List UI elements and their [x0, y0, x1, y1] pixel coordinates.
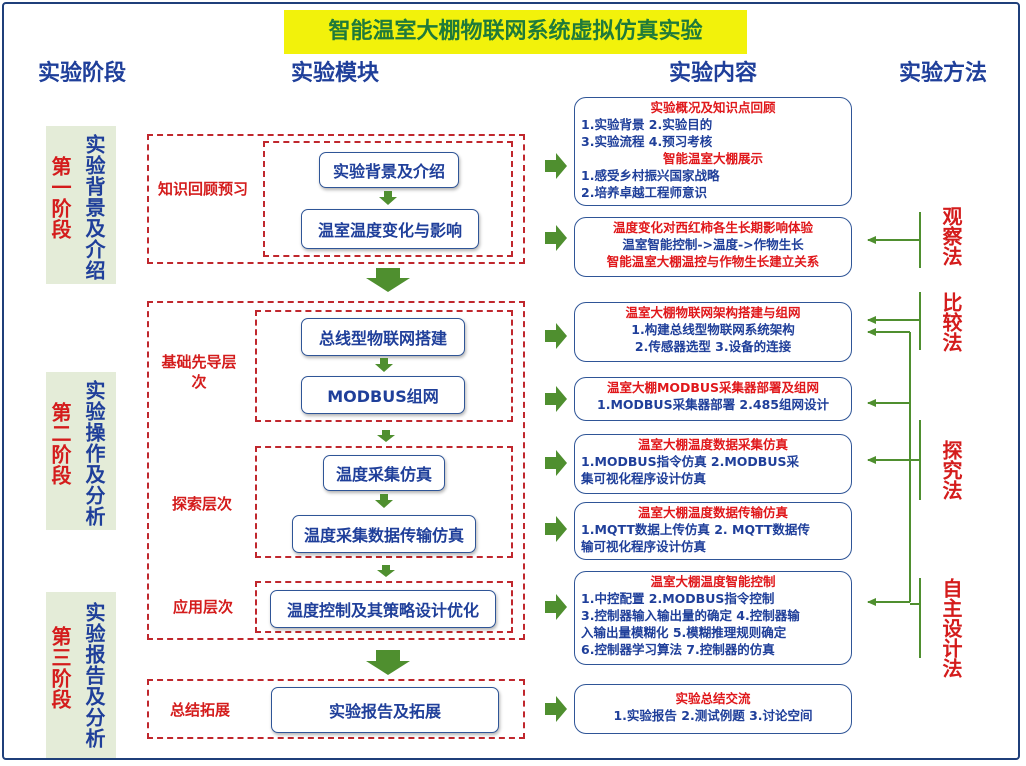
header-method: 实验方法	[898, 61, 987, 86]
content-arrow-5	[545, 450, 567, 476]
header-stage: 实验阶段	[37, 61, 126, 86]
stage-3-number: 第三阶段	[48, 626, 72, 710]
content-7-line: 入输出量模糊化 5.模糊推理规则确定	[581, 625, 787, 640]
stage-2-number: 第二阶段	[48, 402, 72, 486]
content-arrow-1	[545, 153, 567, 179]
stage-3: 第三阶段 实验报告及分析	[46, 592, 116, 758]
content-box-3: 温室大棚物联网架构搭建与组网 1.构建总线型物联网系统架构 2.传感器选型 3.…	[574, 302, 852, 362]
module-data-transfer: 温度采集数据传输仿真	[292, 515, 476, 553]
stage-3-name: 实验报告及分析	[82, 602, 106, 749]
content-arrow-8	[545, 696, 567, 722]
group-label-apply: 应用层次	[172, 598, 233, 616]
header-module: 实验模块	[290, 61, 379, 86]
content-arrow-2	[545, 225, 567, 251]
content-1-heading: 实验概况及知识点回顾	[650, 100, 776, 115]
content-7-line: 3.控制器输入输出量的确定 4.控制器输	[581, 608, 800, 623]
content-box-7: 温室大棚温度智能控制 1.中控配置 2.MODBUS指令控制 3.控制器输入输出…	[574, 571, 852, 665]
content-2-line: 温室智能控制->温度->作物生长	[622, 237, 804, 252]
group-box-review	[147, 134, 525, 264]
module-arrow-4	[375, 494, 393, 508]
header-content: 实验内容	[668, 61, 757, 86]
content-1-line: 2.培养卓越工程师意识	[581, 185, 707, 200]
stage-2: 第二阶段 实验操作及分析	[46, 372, 116, 530]
group-inner-review	[263, 141, 513, 257]
group-label-explore: 探索层次	[171, 495, 232, 513]
module-temp-acquisition: 温度采集仿真	[323, 455, 445, 491]
content-5-line: 1.MODBUS指令仿真 2.MODBUS采	[581, 454, 799, 469]
stage-arrow-1	[366, 268, 410, 292]
method-observe: 观察法	[939, 206, 963, 266]
module-temperature-effect: 温室温度变化与影响	[301, 209, 479, 249]
content-4-line: 1.MODBUS采集器部署 2.485组网设计	[597, 397, 829, 412]
content-6-line: 1.MQTT数据上传仿真 2. MQTT数据传	[581, 522, 810, 537]
content-1-subheading: 智能温室大棚展示	[662, 151, 763, 166]
content-2-heading: 温度变化对西红柿各生长期影响体验	[612, 220, 813, 235]
stage-1-name: 实验背景及介绍	[82, 134, 106, 281]
content-8-heading: 实验总结交流	[675, 691, 751, 706]
group-label-review: 知识回顾预习	[158, 180, 249, 198]
group-inner-basic	[255, 310, 513, 422]
content-arrow-3	[545, 323, 567, 349]
method-self-design: 自主设计法	[939, 578, 963, 678]
content-box-4: 温室大棚MODBUS采集器部署及组网 1.MODBUS采集器部署 2.485组网…	[574, 377, 852, 421]
stage-2-name: 实验操作及分析	[82, 380, 106, 527]
module-modbus-network: MODBUS组网	[301, 376, 465, 414]
content-arrow-7	[545, 594, 567, 620]
group-label-basic: 基础先导层次	[161, 353, 237, 391]
group-label-summary: 总结拓展	[169, 701, 230, 719]
content-box-1: 实验概况及知识点回顾 1.实验背景 2.实验目的 3.实验流程 4.预习考核 智…	[574, 97, 852, 206]
group-box-summary	[147, 679, 525, 739]
content-6-line: 输可视化程序设计仿真	[581, 539, 707, 554]
module-arrow-3	[377, 430, 395, 442]
content-box-5: 温室大棚温度数据采集仿真 1.MODBUS指令仿真 2.MODBUS采 集可视化…	[574, 434, 852, 494]
content-7-line: 6.控制器学习算法 7.控制器的仿真	[581, 642, 775, 657]
group-inner-explore	[255, 446, 513, 558]
module-arrow-5	[377, 565, 395, 577]
content-3-heading: 温室大棚物联网架构搭建与组网	[625, 305, 801, 320]
method-explore: 探究法	[939, 440, 963, 500]
group-box-operation	[147, 301, 525, 640]
content-2-line: 智能温室大棚温控与作物生长建立关系	[606, 254, 820, 269]
content-arrow-6	[545, 516, 567, 542]
method-compare: 比较法	[939, 292, 963, 352]
content-arrow-4	[545, 386, 567, 412]
content-7-heading: 温室大棚温度智能控制	[650, 574, 776, 589]
content-1-line: 1.感受乡村振兴国家战略	[581, 168, 720, 183]
content-4-heading: 温室大棚MODBUS采集器部署及组网	[606, 380, 820, 395]
module-temp-control: 温度控制及其策略设计优化	[270, 590, 496, 628]
content-3-line: 1.构建总线型物联网系统架构	[631, 322, 795, 337]
diagram-title: 智能温室大棚物联网系统虚拟仿真实验	[284, 10, 747, 54]
content-box-6: 温室大棚温度数据传输仿真 1.MQTT数据上传仿真 2. MQTT数据传 输可视…	[574, 502, 852, 560]
stage-arrow-2	[366, 650, 410, 675]
group-inner-apply	[255, 581, 513, 633]
content-box-2: 温度变化对西红柿各生长期影响体验 温室智能控制->温度->作物生长 智能温室大棚…	[574, 217, 852, 277]
module-intro: 实验背景及介绍	[319, 152, 459, 188]
content-7-line: 1.中控配置 2.MODBUS指令控制	[581, 591, 775, 606]
content-5-heading: 温室大棚温度数据采集仿真	[637, 437, 788, 452]
content-6-heading: 温室大棚温度数据传输仿真	[637, 505, 788, 520]
content-5-line: 集可视化程序设计仿真	[581, 471, 707, 486]
content-8-line: 1.实验报告 2.测试例题 3.讨论空间	[613, 708, 813, 723]
module-arrow-2	[375, 358, 393, 372]
stage-1-number: 第一阶段	[48, 156, 72, 240]
content-3-line: 2.传感器选型 3.设备的连接	[634, 339, 792, 354]
module-report: 实验报告及拓展	[271, 687, 499, 733]
content-box-8: 实验总结交流 1.实验报告 2.测试例题 3.讨论空间	[574, 684, 852, 734]
content-1-line: 3.实验流程 4.预习考核	[581, 134, 713, 149]
stage-1: 第一阶段 实验背景及介绍	[46, 126, 116, 284]
module-arrow-1	[379, 191, 397, 205]
module-bus-iot: 总线型物联网搭建	[301, 318, 465, 356]
content-1-line: 1.实验背景 2.实验目的	[581, 117, 713, 132]
